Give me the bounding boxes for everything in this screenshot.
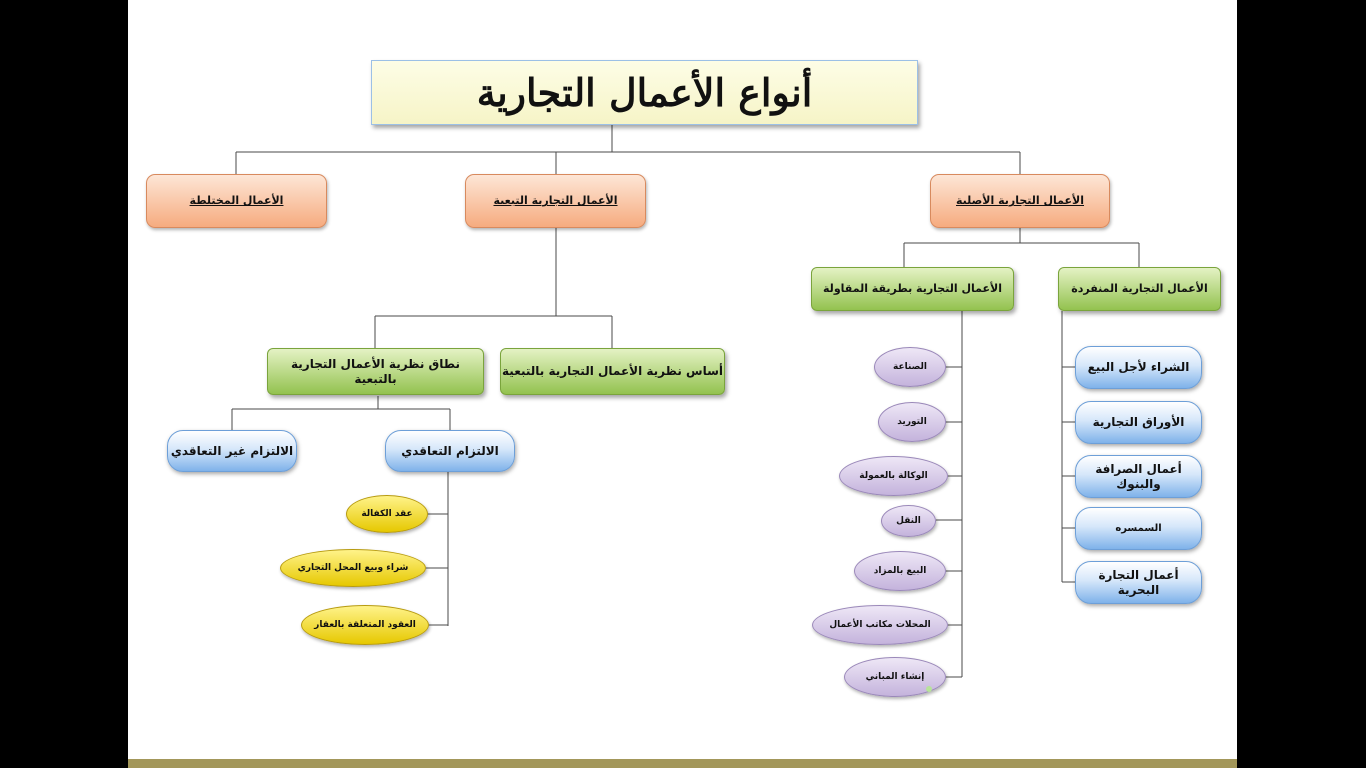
list-item-contractual: شراء وبيع المحل التجاري [280,549,426,587]
node-contractual-obligation: الالتزام التعاقدي [385,430,515,472]
connector-enterprise [936,311,963,678]
list-item-contractual: العقود المتعلقة بالعقار [301,605,429,645]
node-dependency-basis: أساس نظرية الأعمال التجارية بالتبعية [500,348,725,395]
decorative-dot [926,686,932,692]
connector-lines [231,125,1140,678]
list-item-individual: أعمال التجارة البحرية [1075,561,1202,604]
connector-contractual [426,472,449,626]
list-item-enterprise: التوريد [878,402,946,442]
node-enterprise-works: الأعمال التجارية بطريقة المقاولة [811,267,1014,311]
connector-title [235,125,1021,174]
node-non-contractual-obligation: الالتزام غير التعاقدي [167,430,297,472]
list-item-enterprise: النقل [881,505,936,537]
list-item-enterprise: الوكالة بالعمولة [839,456,948,496]
node-dependency-scope: نطاق نظرية الأعمال التجارية بالتبعية [267,348,484,395]
node-individual-works: الأعمال التجارية المنفردة [1058,267,1221,311]
node-dependent-works: الأعمال التجارية التبعية [465,174,646,228]
list-item-individual: أعمال الصرافة والبنوك [1075,455,1202,498]
list-item-enterprise: المحلات مكاتب الأعمال [812,605,948,645]
list-item-enterprise: البيع بالمزاد [854,551,946,591]
connector-individual [1061,311,1075,583]
bottom-bar [128,759,1237,768]
list-item-enterprise: الصناعة [874,347,946,387]
list-item-individual: الأوراق التجارية [1075,401,1202,444]
node-mixed-works: الأعمال المختلطة [146,174,327,228]
list-item-contractual: عقد الكفالة [346,495,428,533]
connector-scope [231,396,451,430]
slide: أنواع الأعمال التجارية الأعمال التجارية … [128,0,1237,768]
list-item-individual: الشراء لأجل البيع [1075,346,1202,389]
connector-original [903,228,1140,267]
node-original-works: الأعمال التجارية الأصلية [930,174,1110,228]
connector-dependent [374,228,613,348]
list-item-individual: السمسره [1075,507,1202,550]
diagram-title: أنواع الأعمال التجارية [371,60,918,125]
